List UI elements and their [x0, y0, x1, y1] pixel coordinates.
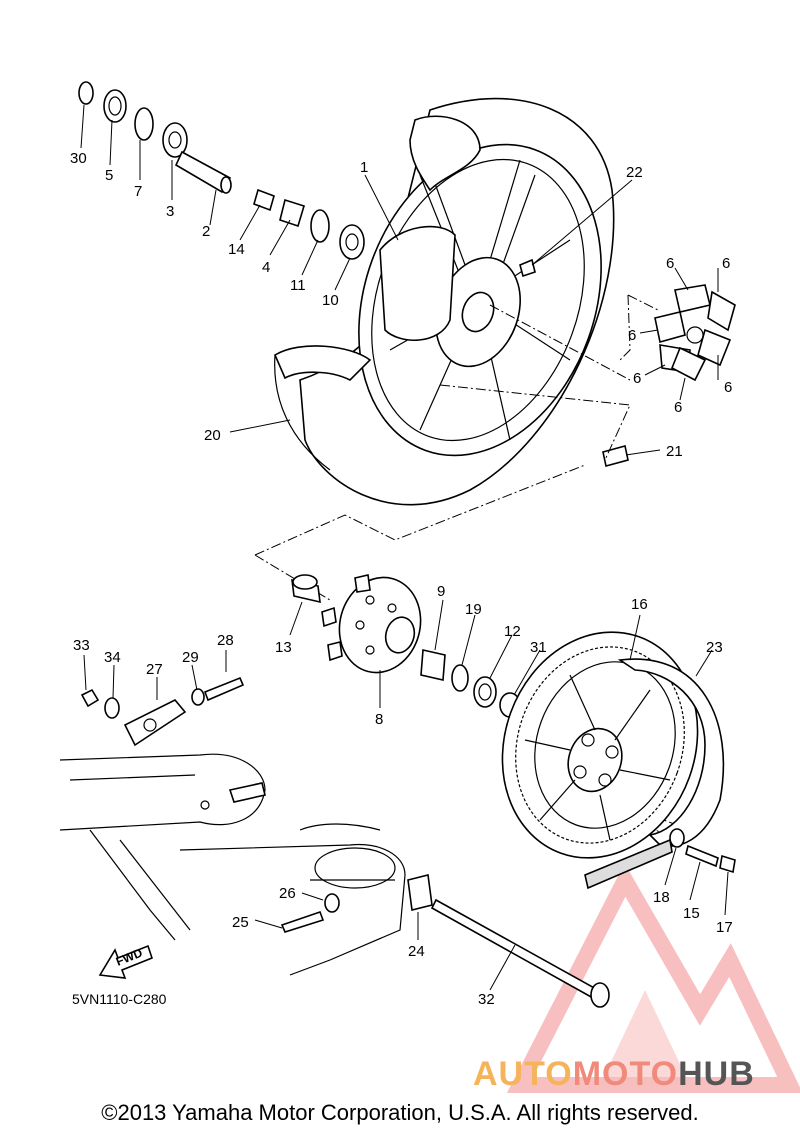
- label-1: 1: [360, 159, 368, 176]
- watermark-logo: [506, 863, 800, 1093]
- watermark-hub: HUB: [678, 1055, 755, 1093]
- swingarm: FWD: [59, 676, 610, 1008]
- label-23: 23: [706, 639, 723, 656]
- label-6c: 6: [628, 327, 636, 344]
- label-15: 15: [683, 905, 700, 922]
- label-4: 4: [262, 259, 270, 276]
- part-34-washer: [104, 697, 120, 719]
- diagram-code: 5VN1110-C280: [72, 991, 167, 1007]
- part-8-clutch-hub: [338, 576, 422, 674]
- part-12-oil-seal: [473, 676, 497, 708]
- label-20: 20: [204, 427, 221, 444]
- label-6e: 6: [724, 379, 732, 396]
- part-33-nut: [80, 688, 100, 708]
- part-26-washer: [324, 893, 340, 913]
- label-6f: 6: [674, 399, 682, 416]
- damper-6f: [670, 346, 707, 382]
- damper-6a: [674, 284, 711, 313]
- part-2-spacer: [174, 150, 232, 194]
- part-18-washer: [669, 828, 685, 848]
- label-14: 14: [228, 241, 245, 258]
- part-labels: 1 2 3 4 5 6 6 6 6 6 6 7 8 9 10 11 12 13 …: [70, 150, 733, 1008]
- part-30-seal: [78, 81, 94, 105]
- label-29: 29: [182, 649, 199, 666]
- fwd-arrow-icon: FWD: [98, 944, 153, 979]
- part-25-bolt: [280, 910, 325, 933]
- part-10-bearing: [339, 224, 365, 260]
- label-2: 2: [202, 223, 210, 240]
- part-32-axle: [430, 898, 600, 1000]
- label-21: 21: [666, 443, 683, 460]
- part-14-collar: [253, 188, 275, 212]
- label-22: 22: [626, 164, 643, 181]
- sprocket-hub-assembly: [291, 574, 736, 890]
- copyright-notice: ©2013 Yamaha Motor Corporation, U.S.A. A…: [101, 1100, 699, 1125]
- label-33: 33: [73, 637, 90, 654]
- label-31: 31: [530, 639, 547, 656]
- label-30: 30: [70, 150, 87, 167]
- part-5-oil-seal: [103, 89, 127, 123]
- watermark-text: AUTOMOTOHUB: [473, 1055, 755, 1093]
- label-6b: 6: [722, 255, 730, 272]
- label-16: 16: [631, 596, 648, 613]
- part-9-bearing: [420, 649, 446, 681]
- rear-wheel-assembly: [273, 97, 615, 506]
- label-19: 19: [465, 601, 482, 618]
- part-17-nut: [719, 854, 736, 874]
- axle-parts-upper: [78, 81, 365, 260]
- label-13: 13: [275, 639, 292, 656]
- label-28: 28: [217, 632, 234, 649]
- watermark-moto: MOTO: [573, 1055, 678, 1093]
- label-3: 3: [166, 203, 174, 220]
- label-8: 8: [375, 711, 383, 728]
- part-28-bolt: [203, 676, 245, 702]
- label-6d: 6: [633, 370, 641, 387]
- part-7-circlip: [134, 107, 154, 141]
- tire-cutaway-bottom: [273, 345, 372, 381]
- label-10: 10: [322, 292, 339, 309]
- part-29-nut: [191, 688, 205, 706]
- watermark-auto: AUTO: [473, 1055, 573, 1093]
- damper-6b: [707, 290, 736, 332]
- label-5: 5: [105, 167, 113, 184]
- label-24: 24: [408, 943, 425, 960]
- label-17: 17: [716, 919, 733, 936]
- label-32: 32: [478, 991, 495, 1008]
- tire-cutaway-top: [409, 115, 481, 192]
- part-24-plate: [407, 874, 433, 911]
- label-11: 11: [290, 277, 306, 294]
- damper-6c: [654, 311, 686, 344]
- label-26: 26: [279, 885, 296, 902]
- label-34: 34: [104, 649, 121, 666]
- leader-lines: [80, 104, 729, 991]
- label-27: 27: [146, 661, 163, 678]
- label-9: 9: [437, 583, 445, 600]
- wheel-side-hub: [379, 225, 456, 341]
- damper-6d: [697, 328, 732, 367]
- label-7: 7: [134, 183, 142, 200]
- part-3-bearing: [162, 122, 188, 158]
- part-22-valve: [519, 258, 536, 278]
- label-18: 18: [653, 889, 670, 906]
- part-11-circlip: [310, 209, 330, 243]
- label-12: 12: [504, 623, 521, 640]
- part-4-bearing: [279, 198, 305, 228]
- part-19-circlip: [451, 664, 469, 692]
- label-6a: 6: [666, 255, 674, 272]
- hub-dampers: [654, 284, 736, 382]
- part-15-bolt: [685, 844, 719, 868]
- label-25: 25: [232, 914, 249, 931]
